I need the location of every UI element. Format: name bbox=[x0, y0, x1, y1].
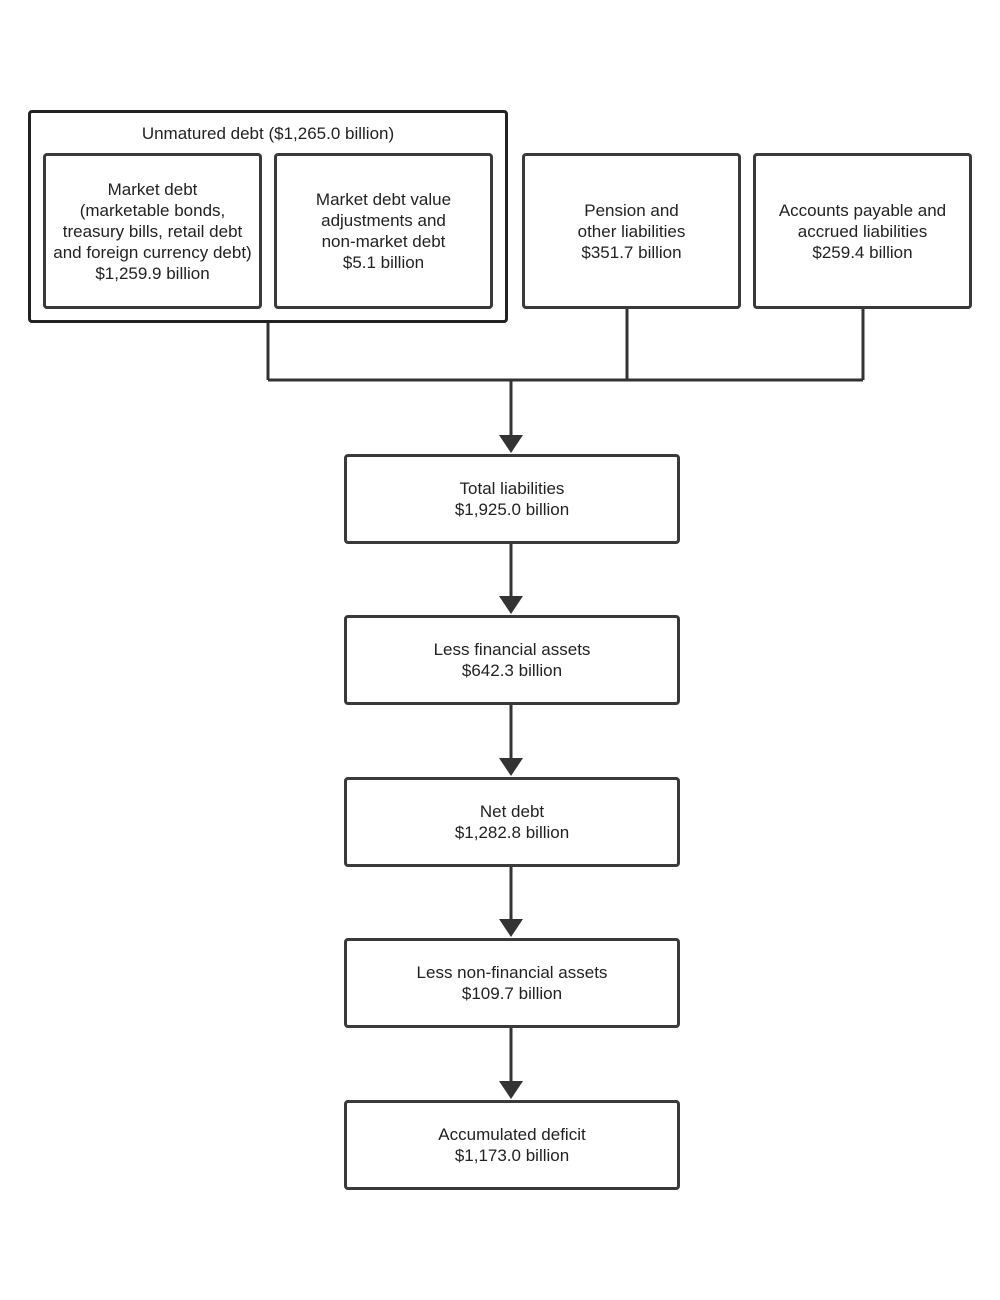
accounts-value: $259.4 billion bbox=[812, 242, 913, 262]
market-debt-line-2: (marketable bonds, bbox=[79, 200, 226, 220]
market-debt-adjustments-box: Market debt value adjustments and non-ma… bbox=[274, 153, 493, 309]
less-financial-assets-box: Less financial assets $642.3 billion bbox=[344, 615, 680, 705]
market-debt-line-1: Market debt bbox=[107, 179, 198, 199]
pension-liabilities-box: Pension and other liabilities $351.7 bil… bbox=[522, 153, 741, 309]
accounts-payable-box: Accounts payable and accrued liabilities… bbox=[753, 153, 972, 309]
pension-value: $351.7 billion bbox=[581, 242, 682, 262]
market-debt-line-3: treasury bills, retail debt bbox=[62, 221, 243, 241]
arrowhead-to-total bbox=[499, 435, 523, 453]
arrowhead-to-nonfinancial bbox=[499, 919, 523, 937]
adjustments-value: $5.1 billion bbox=[342, 253, 425, 272]
net-debt-title: Net debt bbox=[479, 802, 545, 821]
market-debt-value: $1,259.9 billion bbox=[95, 263, 210, 283]
accounts-line-1: Accounts payable and bbox=[778, 200, 947, 220]
arrowhead-to-deficit bbox=[499, 1081, 523, 1099]
market-debt-line-4: and foreign currency debt) bbox=[53, 242, 252, 262]
less-financial-assets-value: $642.3 billion bbox=[461, 661, 563, 680]
arrowhead-to-net bbox=[499, 758, 523, 776]
total-liabilities-box: Total liabilities $1,925.0 billion bbox=[344, 454, 680, 544]
accumulated-deficit-box: Accumulated deficit $1,173.0 billion bbox=[344, 1100, 680, 1190]
arrowhead-to-financial bbox=[499, 596, 523, 614]
adjustments-line-3: non-market debt bbox=[321, 232, 446, 251]
adjustments-line-2: adjustments and bbox=[321, 211, 446, 230]
adjustments-line-1: Market debt value bbox=[315, 190, 452, 209]
market-debt-box: Market debt (marketable bonds, treasury … bbox=[43, 153, 262, 309]
accounts-line-2: accrued liabilities bbox=[797, 221, 928, 241]
pension-line-1: Pension and bbox=[584, 200, 679, 220]
net-debt-value: $1,282.8 billion bbox=[454, 823, 570, 842]
less-financial-assets-title: Less financial assets bbox=[433, 640, 591, 659]
total-liabilities-title: Total liabilities bbox=[459, 479, 565, 498]
accumulated-deficit-value: $1,173.0 billion bbox=[454, 1146, 570, 1165]
less-non-financial-assets-box: Less non-financial assets $109.7 billion bbox=[344, 938, 680, 1028]
accumulated-deficit-title: Accumulated deficit bbox=[438, 1125, 586, 1144]
unmatured-debt-title: Unmatured debt ($1,265.0 billion) bbox=[141, 124, 395, 143]
total-liabilities-value: $1,925.0 billion bbox=[454, 500, 570, 519]
net-debt-box: Net debt $1,282.8 billion bbox=[344, 777, 680, 867]
less-non-financial-assets-title: Less non-financial assets bbox=[416, 963, 608, 982]
less-non-financial-assets-value: $109.7 billion bbox=[461, 984, 563, 1003]
pension-line-2: other liabilities bbox=[577, 221, 686, 241]
